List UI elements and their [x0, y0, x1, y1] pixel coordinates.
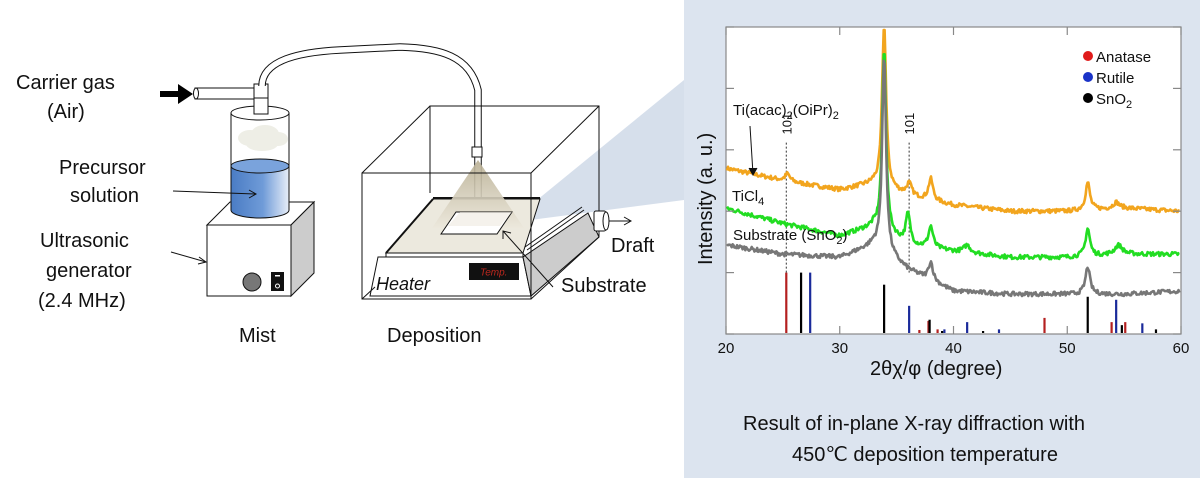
- heater-label: Heater: [376, 274, 431, 294]
- legend-rutile-label: Rutile: [1096, 70, 1134, 87]
- spray-cone: [432, 160, 524, 228]
- carrier-gas-arrow-icon: [160, 84, 193, 104]
- x-tick-label: 30: [831, 340, 848, 357]
- carrier-gas-sub-label: (Air): [47, 101, 85, 123]
- knob-icon: [242, 272, 262, 292]
- mist-cloud-icon: [238, 125, 288, 151]
- annotation-anatase-101: 101: [779, 113, 794, 135]
- precursor-label: Precursor: [59, 157, 146, 179]
- carrier-gas-label: Carrier gas: [16, 72, 115, 94]
- legend-rutile-marker: [1083, 72, 1093, 82]
- transfer-tube: [258, 43, 482, 205]
- temp-display: [469, 263, 519, 280]
- deposition-chamber: Temp.: [361, 105, 633, 300]
- annotation-rutile-101: 101: [902, 113, 917, 135]
- series-label-substrate: Substrate (SnO2): [733, 227, 848, 247]
- x-tick-label: 20: [718, 340, 735, 357]
- mist-caption: Mist: [239, 325, 276, 347]
- reference-lines: [785, 272, 1158, 333]
- frequency-label: (2.4 MHz): [38, 290, 126, 312]
- x-axis-label: 2θχ/φ (degree): [870, 358, 1002, 380]
- axis-ticks: [725, 26, 1182, 335]
- generator-label: generator: [46, 260, 132, 282]
- legend-sno2-marker: [1083, 93, 1093, 103]
- temp-display-text: Temp.: [480, 268, 507, 279]
- solution-label: solution: [70, 185, 139, 207]
- x-tick-labels: 20 30 40 50 60: [718, 340, 1190, 357]
- legend: Anatase Rutile SnO2: [1083, 49, 1151, 111]
- legend-anatase-label: Anatase: [1096, 49, 1151, 66]
- xrd-chart: 20 30 40 50 60 Ti(acac)2(OiPr)2 TiCl4 Substr…: [695, 26, 1190, 380]
- curve-series-2: [726, 59, 1181, 298]
- caption-line-2: 450℃ deposition temperature: [792, 444, 1058, 466]
- legend-anatase-marker: [1083, 51, 1093, 61]
- draft-label: Draft: [611, 235, 655, 257]
- mist-generator: [160, 43, 483, 298]
- y-axis-label: Intensity (a. u.): [695, 133, 717, 265]
- series-label-ticl4: TiCl4: [732, 188, 764, 208]
- power-switch-icon: [271, 272, 284, 291]
- curve-series-1: [725, 53, 1180, 261]
- series-label-ti-acac: Ti(acac)2(OiPr)2: [733, 102, 839, 122]
- caption-line-1: Result of in-plane X-ray diffraction wit…: [743, 413, 1085, 435]
- curve-series-0: [725, 28, 1180, 215]
- x-tick-label: 60: [1173, 340, 1190, 357]
- x-tick-label: 40: [945, 340, 962, 357]
- curves: [725, 28, 1181, 298]
- substrate-label: Substrate: [561, 275, 647, 297]
- x-tick-label: 50: [1059, 340, 1076, 357]
- ultrasonic-label: Ultrasonic: [40, 230, 129, 252]
- deposition-caption: Deposition: [387, 325, 482, 347]
- legend-sno2-label: SnO2: [1096, 91, 1132, 111]
